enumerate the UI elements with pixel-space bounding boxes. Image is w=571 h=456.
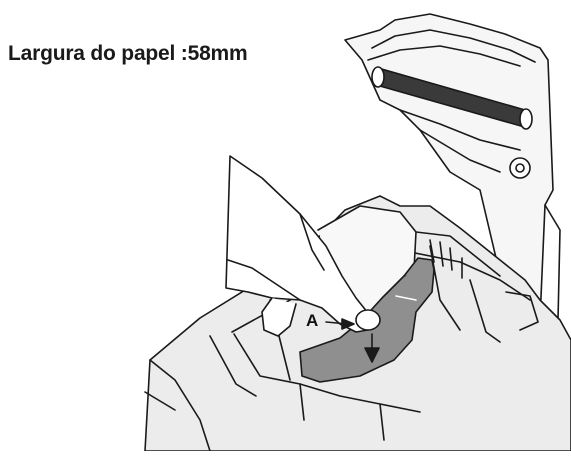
- hand-illustration: [225, 155, 381, 337]
- platen-roller: [371, 66, 533, 179]
- callout-a-arrow: [325, 318, 355, 330]
- paper-width-title: Largura do papel :58mm: [8, 42, 248, 65]
- callout-label-a: A: [306, 311, 319, 330]
- press-down-arrow: [364, 333, 380, 363]
- printer-lid: [344, 13, 561, 331]
